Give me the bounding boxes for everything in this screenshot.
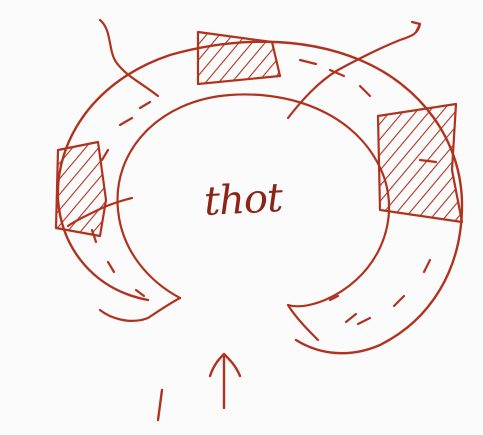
right-hatched-block <box>378 104 462 222</box>
right-end-stroke <box>288 305 318 340</box>
up-arrow <box>158 354 240 420</box>
left-hatched-block <box>56 142 106 236</box>
top-hatched-block <box>198 32 280 84</box>
center-label: thot <box>187 167 300 233</box>
left-end-stroke <box>100 298 180 321</box>
